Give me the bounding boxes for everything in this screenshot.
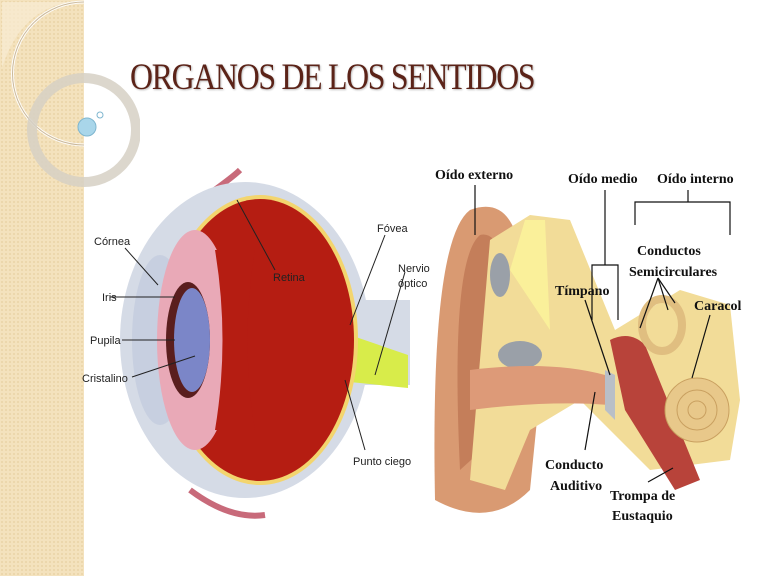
label-pupila: Pupila <box>90 335 121 347</box>
label-caracol: Caracol <box>694 299 742 314</box>
label-fovea: Fóvea <box>377 223 408 235</box>
label-oido-externo: Oído externo <box>435 168 513 183</box>
page-title: ORGANOS DE LOS SENTIDOS <box>130 57 536 98</box>
label-oido-medio: Oído medio <box>568 172 638 187</box>
ear-diagram: Oído externo Oído medio Oído interno Con… <box>434 168 742 524</box>
eye-diagram: Córnea Iris Pupila Cristalino Retina Fóv… <box>82 167 430 519</box>
label-oido-interno: Oído interno <box>657 172 734 187</box>
label-optico: óptico <box>398 278 427 290</box>
decorative-circles <box>2 0 140 187</box>
label-semicirculares: Semicirculares <box>629 265 718 280</box>
label-conductos: Conductos <box>637 244 701 259</box>
label-conducto: Conducto <box>545 458 603 473</box>
bubble-icon <box>77 117 97 137</box>
label-auditivo: Auditivo <box>550 479 602 494</box>
label-retina: Retina <box>273 272 306 284</box>
label-punto-ciego: Punto ciego <box>353 456 411 468</box>
label-timpano: Tímpano <box>555 284 609 299</box>
label-iris: Iris <box>102 292 117 304</box>
label-trompa: Trompa de <box>610 489 675 504</box>
label-nervio: Nervio <box>398 263 430 275</box>
label-eustaquio: Eustaquio <box>612 509 673 524</box>
label-cristalino: Cristalino <box>82 373 128 385</box>
label-cornea: Córnea <box>94 236 131 248</box>
